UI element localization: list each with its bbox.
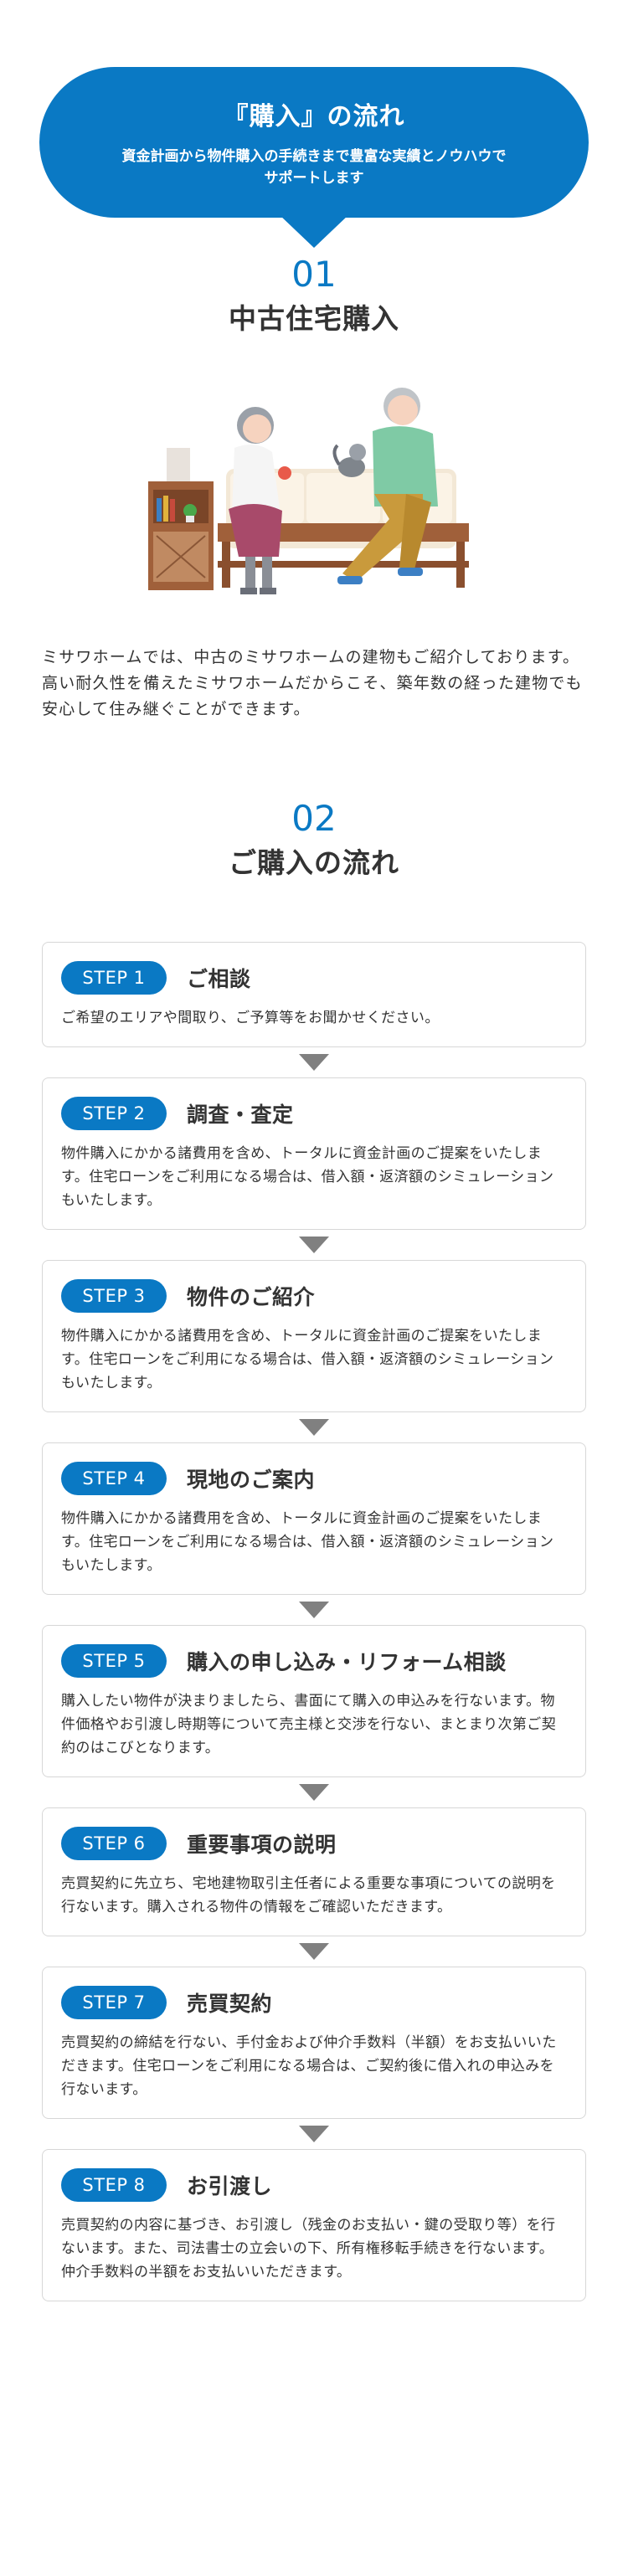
step-card-7: STEP 7 売買契約 売買契約の締結を行ない、手付金および仲介手数料（半額）を…: [42, 1967, 586, 2119]
step-description: 物件購入にかかる諸費用を含め、トータルに資金計画のご提案をいたします。住宅ローン…: [61, 1510, 554, 1574]
step-description: 購入したい物件が決まりましたら、書面にて購入の申込みを行ないます。物件価格やお引…: [61, 1693, 557, 1756]
bookshelf-icon: [148, 448, 214, 590]
step-badge: STEP 2: [61, 1097, 167, 1130]
dog-icon: [332, 444, 366, 477]
step-header: STEP 6 重要事項の説明: [61, 1827, 567, 1860]
step-arrow-down-icon: [299, 1784, 329, 1801]
elderly-man-icon: [337, 388, 438, 584]
step-description: 物件購入にかかる諸費用を含め、トータルに資金計画のご提案をいたします。住宅ローン…: [61, 1145, 554, 1209]
hero-title: 『購入』の流れ: [223, 102, 405, 131]
step-card-6: STEP 6 重要事項の説明 売買契約に先立ち、宅地建物取引主任者による重要な事…: [42, 1807, 586, 1936]
step-arrow-down-icon: [299, 1419, 329, 1436]
step-arrow-down-icon: [299, 2126, 329, 2142]
step-title: お引渡し: [187, 2174, 273, 2198]
step-badge: STEP 4: [61, 1462, 167, 1495]
hero-subtitle-line1: 資金計画から物件購入の手続きまで豊富な実績とノウハウで: [121, 148, 507, 165]
step-card-3: STEP 3 物件のご紹介 物件購入にかかる諸費用を含め、トータルに資金計画のご…: [42, 1260, 586, 1412]
step-header: STEP 2 調査・査定: [61, 1097, 567, 1130]
step-arrow-down-icon: [299, 1054, 329, 1071]
step-header: STEP 1 ご相談: [61, 961, 567, 995]
hero-banner: 『購入』の流れ 資金計画から物件購入の手続きまで豊富な実績とノウハウで サポート…: [39, 67, 589, 248]
step-description: 売買契約の締結を行ない、手付金および仲介手数料（半額）をお支払いいただきます。住…: [61, 2034, 557, 2098]
step-description: ご希望のエリアや間取り、ご予算等をお聞かせください。: [61, 1010, 440, 1026]
step-card-2: STEP 2 調査・査定 物件購入にかかる諸費用を含め、トータルに資金計画のご提…: [42, 1077, 586, 1230]
step-title: 現地のご案内: [187, 1468, 316, 1492]
step-badge: STEP 8: [61, 2168, 167, 2202]
hero-bubble: 『購入』の流れ 資金計画から物件購入の手続きまで豊富な実績とノウハウで サポート…: [39, 67, 589, 218]
section-01-number: 01: [291, 254, 337, 295]
step-arrow-down-icon: [299, 1943, 329, 1960]
step-title: 調査・査定: [187, 1103, 294, 1127]
step-card-4: STEP 4 現地のご案内 物件購入にかかる諸費用を含め、トータルに資金計画のご…: [42, 1442, 586, 1595]
step-header: STEP 5 購入の申し込み・リフォーム相談: [61, 1644, 567, 1678]
step-title: 購入の申し込み・リフォーム相談: [187, 1650, 507, 1674]
elderly-couple-sofa-illustration: [148, 388, 469, 594]
step-header: STEP 3 物件のご紹介: [61, 1279, 567, 1313]
step-title: ご相談: [187, 967, 251, 991]
step-header: STEP 4 現地のご案内: [61, 1462, 567, 1495]
step-badge: STEP 7: [61, 1986, 167, 2019]
step-title: 物件のご紹介: [187, 1285, 316, 1309]
step-title: 売買契約: [187, 1992, 273, 2016]
step-description: 売買契約の内容に基づき、お引渡し（残金のお支払い・鍵の受取り等）を行ないます。ま…: [61, 2217, 556, 2280]
step-description: 物件購入にかかる諸費用を含め、トータルに資金計画のご提案をいたします。住宅ローン…: [61, 1328, 554, 1391]
step-badge: STEP 5: [61, 1644, 167, 1678]
step-arrow-down-icon: [299, 1237, 329, 1253]
step-badge: STEP 3: [61, 1279, 167, 1313]
hero-bubble-tail: [279, 214, 349, 248]
elderly-woman-icon: [229, 407, 291, 594]
step-badge: STEP 6: [61, 1827, 167, 1860]
section-01-intro: ミサワホームでは、中古のミサワホームの建物もご紹介しております。高い耐久性を備え…: [42, 648, 583, 718]
step-description: 売買契約に先立ち、宅地建物取引主任者による重要な事項についての説明を行ないます。…: [61, 1875, 556, 1915]
step-card-1: STEP 1 ご相談 ご希望のエリアや間取り、ご予算等をお聞かせください。: [42, 942, 586, 1047]
step-badge: STEP 1: [61, 961, 167, 995]
hero-subtitle-line2: サポートします: [264, 170, 364, 187]
section-02-title: ご購入の流れ: [229, 846, 399, 879]
step-arrow-down-icon: [299, 1602, 329, 1618]
step-card-8: STEP 8 お引渡し 売買契約の内容に基づき、お引渡し（残金のお支払い・鍵の受…: [42, 2149, 586, 2301]
hero-subtitle: 資金計画から物件購入の手続きまで豊富な実績とノウハウで サポートします: [122, 146, 507, 189]
section-02-number: 02: [291, 798, 337, 839]
step-title: 重要事項の説明: [187, 1833, 337, 1857]
section-02-header: 02 ご購入の流れ: [0, 800, 628, 882]
section-01-title: 中古住宅購入: [229, 302, 399, 335]
step-header: STEP 7 売買契約: [61, 1986, 567, 2019]
step-card-5: STEP 5 購入の申し込み・リフォーム相談 購入したい物件が決まりましたら、書…: [42, 1625, 586, 1777]
purchase-steps-list: STEP 1 ご相談 ご希望のエリアや間取り、ご予算等をお聞かせください。 ST…: [42, 942, 586, 2301]
step-header: STEP 8 お引渡し: [61, 2168, 567, 2202]
section-01-header: 01 中古住宅購入: [0, 255, 628, 337]
